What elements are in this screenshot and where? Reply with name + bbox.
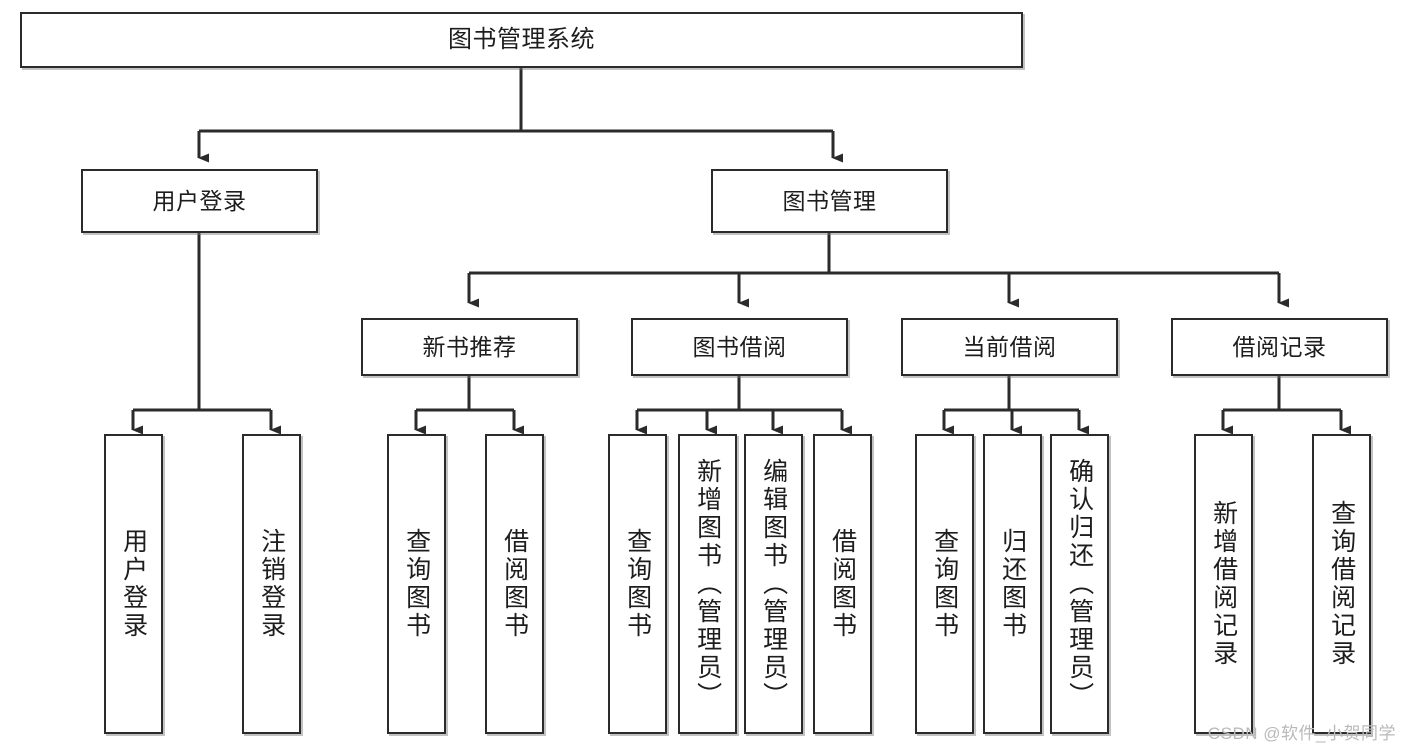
leaf-current-return-book[interactable]: 归还图书 — [983, 434, 1042, 734]
leaf-record-add-record[interactable]: 新增借阅记录 — [1194, 434, 1253, 734]
node-current-borrow[interactable]: 当前借阅 — [901, 318, 1118, 376]
leaf-recommend-borrow-book[interactable]: 借阅图书 — [485, 434, 544, 734]
node-label: 新书推荐 — [422, 333, 517, 360]
node-label: 查询图书 — [402, 528, 431, 640]
leaf-borrow-query-book[interactable]: 查询图书 — [608, 434, 667, 734]
node-label: 借阅图书 — [500, 528, 529, 640]
node-label: 新增图书（管理员） — [693, 458, 722, 710]
node-label: 图书管理系统 — [448, 26, 595, 54]
leaf-current-query-book[interactable]: 查询图书 — [915, 434, 974, 734]
node-label: 借阅记录 — [1232, 333, 1327, 360]
leaf-borrow-add-book-admin[interactable]: 新增图书（管理员） — [678, 434, 737, 734]
node-label: 当前借阅 — [962, 333, 1057, 360]
leaf-recommend-query-book[interactable]: 查询图书 — [387, 434, 446, 734]
node-label: 归还图书 — [998, 528, 1027, 640]
leaf-record-query-record[interactable]: 查询借阅记录 — [1312, 434, 1371, 734]
node-label: 新增借阅记录 — [1209, 500, 1238, 668]
node-new-book-recommend[interactable]: 新书推荐 — [361, 318, 578, 376]
node-book-management[interactable]: 图书管理 — [711, 169, 948, 233]
leaf-current-confirm-return-admin[interactable]: 确认归还（管理员） — [1050, 434, 1109, 734]
leaf-user-login-login[interactable]: 用户登录 — [104, 434, 163, 734]
node-label: 图书管理 — [782, 187, 877, 214]
node-borrow-record[interactable]: 借阅记录 — [1171, 318, 1388, 376]
node-label: 查询借阅记录 — [1327, 500, 1356, 668]
node-label: 用户登录 — [119, 528, 148, 640]
node-book-borrow[interactable]: 图书借阅 — [631, 318, 848, 376]
node-label: 查询图书 — [623, 528, 652, 640]
node-label: 图书借阅 — [692, 333, 787, 360]
node-label: 编辑图书（管理员） — [759, 458, 788, 710]
leaf-borrow-edit-book-admin[interactable]: 编辑图书（管理员） — [744, 434, 803, 734]
node-label: 借阅图书 — [828, 528, 857, 640]
node-label: 查询图书 — [930, 528, 959, 640]
node-root-system[interactable]: 图书管理系统 — [20, 12, 1023, 68]
leaf-borrow-borrow-book[interactable]: 借阅图书 — [813, 434, 872, 734]
node-label: 注销登录 — [257, 528, 286, 640]
node-user-login[interactable]: 用户登录 — [81, 169, 318, 233]
watermark-text: CSDN @软件_小贺同学 — [1207, 724, 1396, 743]
node-label: 确认归还（管理员） — [1065, 458, 1094, 710]
node-label: 用户登录 — [152, 187, 247, 214]
leaf-user-login-logout[interactable]: 注销登录 — [242, 434, 301, 734]
